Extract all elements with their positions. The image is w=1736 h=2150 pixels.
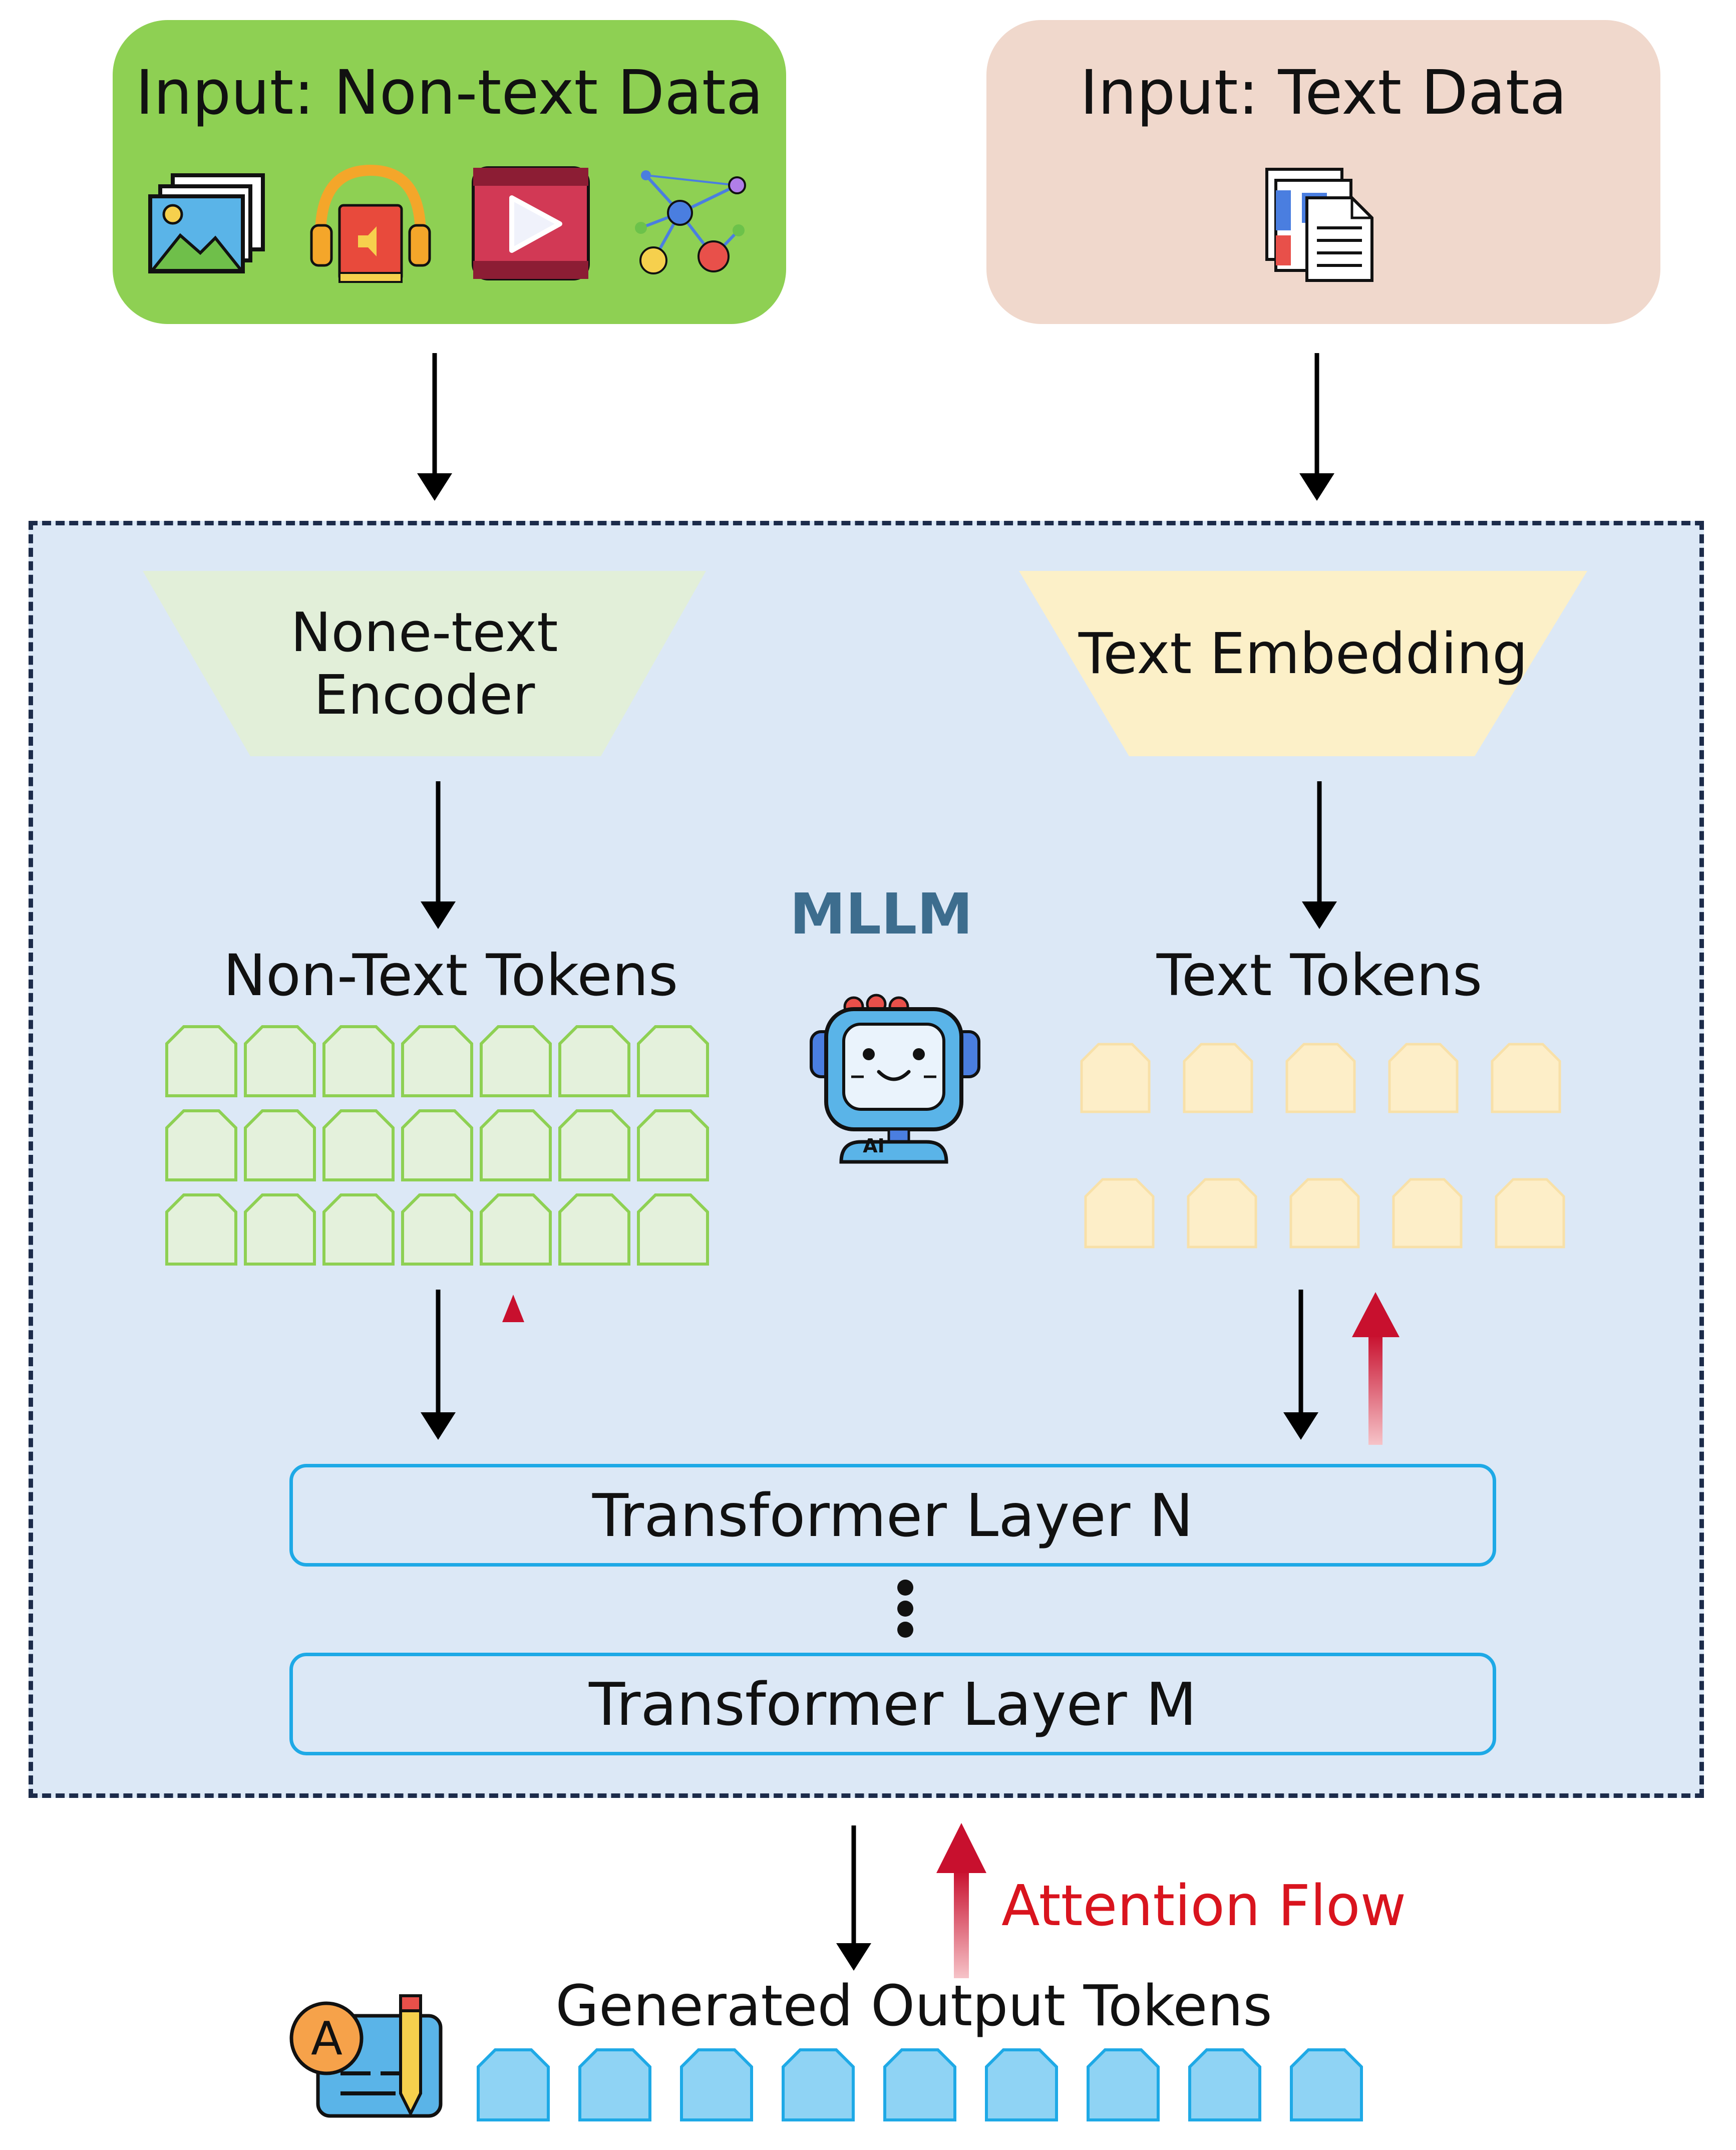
nontext-token — [165, 1193, 237, 1266]
text-embedding-shape — [1019, 571, 1587, 756]
attention-arrow-nontext — [502, 1295, 524, 1442]
mllm-label: MLLM — [790, 882, 973, 947]
nontext-token — [558, 1109, 630, 1181]
nontext-input-title: Input: Non-text Data — [135, 57, 764, 128]
nontext-token — [244, 1193, 316, 1266]
text-token — [1392, 1178, 1463, 1249]
text-token — [1183, 1043, 1253, 1113]
text-token-grid — [1080, 1043, 1565, 1249]
nontext-token — [401, 1109, 473, 1181]
nontext-token — [480, 1025, 552, 1097]
nontext-tokens-label: Non-Text Tokens — [223, 942, 678, 1009]
nontext-token — [480, 1193, 552, 1266]
output-token — [578, 2048, 651, 2121]
attention-flow-label: Attention Flow — [1001, 1874, 1407, 1939]
layer-ellipsis — [897, 1580, 913, 1638]
output-tokens-label: Generated Output Tokens — [555, 1974, 1272, 2039]
nontext-token — [165, 1025, 237, 1097]
nontext-token — [165, 1109, 237, 1181]
output-token — [1087, 2048, 1160, 2121]
image-icon — [148, 173, 265, 273]
nontext-token — [401, 1025, 473, 1097]
output-token — [477, 2048, 550, 2121]
nontext-token — [401, 1193, 473, 1266]
documents-icon — [1265, 168, 1373, 282]
transformer-layer-n: Transformer Layer N — [289, 1464, 1496, 1567]
output-token — [782, 2048, 855, 2121]
nontext-token — [322, 1109, 395, 1181]
output-token — [680, 2048, 753, 2121]
arrow-nontext-input — [417, 353, 452, 501]
attention-arrow-output — [936, 1823, 986, 1978]
transformer-layer-m: Transformer Layer M — [289, 1653, 1496, 1755]
graph-icon — [635, 170, 746, 274]
text-token — [1491, 1043, 1561, 1113]
output-token — [985, 2048, 1058, 2121]
output-token — [883, 2048, 956, 2121]
nontext-token-grid — [165, 1025, 709, 1266]
text-token — [1289, 1178, 1360, 1249]
text-token — [1187, 1178, 1257, 1249]
nontext-encoder-label-line1: None-text — [290, 601, 558, 664]
nontext-token — [558, 1025, 630, 1097]
nontext-token — [244, 1109, 316, 1181]
nontext-encoder-shape — [143, 571, 706, 756]
nontext-token — [322, 1025, 395, 1097]
video-icon — [472, 166, 590, 280]
text-input-title: Input: Text Data — [1080, 57, 1567, 128]
text-token — [1080, 1043, 1151, 1113]
arrow-model-to-output — [836, 1825, 871, 1971]
arrow-embedding-to-text-tokens — [1302, 781, 1337, 929]
text-token — [1495, 1178, 1565, 1249]
text-token — [1285, 1043, 1356, 1113]
nontext-token — [637, 1109, 709, 1181]
nontext-token — [637, 1025, 709, 1097]
nontext-token — [322, 1193, 395, 1266]
text-token — [1388, 1043, 1459, 1113]
certificate-icon — [289, 1994, 443, 2118]
audio-book-icon — [310, 164, 431, 283]
output-token — [1290, 2048, 1363, 2121]
nontext-encoder-label-line2: Encoder — [313, 664, 535, 727]
nontext-token — [558, 1193, 630, 1266]
output-badge-letter: A — [311, 2012, 342, 2065]
text-tokens-label: Text Tokens — [1156, 942, 1483, 1009]
nontext-token — [637, 1193, 709, 1266]
nontext-token — [480, 1109, 552, 1181]
robot-icon — [810, 994, 980, 1164]
robot-badge: AI — [863, 1135, 885, 1157]
text-token — [1084, 1178, 1155, 1249]
attention-arrow-text — [1352, 1292, 1400, 1445]
text-embedding-label: Text Embedding — [1078, 622, 1528, 687]
output-token — [1188, 2048, 1261, 2121]
output-token-row — [477, 2048, 1363, 2121]
arrow-encoder-to-nontext-tokens — [421, 781, 456, 929]
nontext-token — [244, 1025, 316, 1097]
arrow-text-input — [1299, 353, 1334, 501]
arrow-nontext-tokens-to-layer — [421, 1290, 456, 1440]
arrow-text-tokens-to-layer — [1283, 1290, 1318, 1440]
